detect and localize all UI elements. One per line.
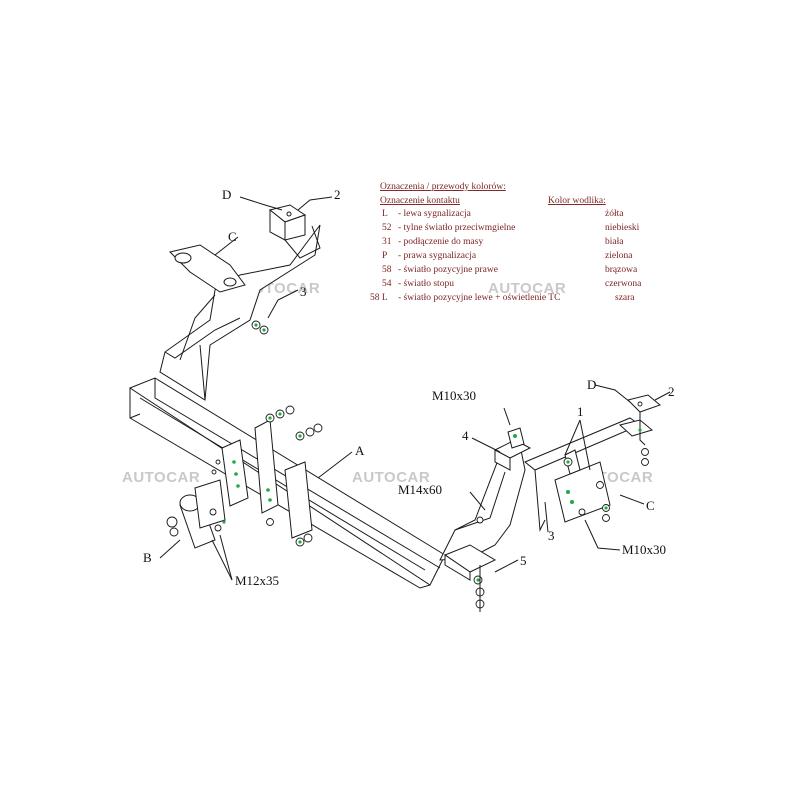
legend-code: L (382, 209, 388, 219)
bolt-m10x30-top (507, 427, 525, 449)
legend-color: szara (615, 293, 635, 303)
legend-code: 31 (382, 237, 392, 247)
legend-title-left-sub: Oznaczenie kontaktu (380, 196, 460, 206)
label-m10x30-bottom: M10x30 (622, 542, 666, 557)
legend-color: brązowa (605, 265, 638, 275)
label-d-top: D (222, 187, 231, 202)
legend-title-right: Kolor wodlika: (548, 196, 606, 206)
watermark: AUTOCAR (488, 280, 566, 297)
legend-code: 58 L (370, 293, 388, 303)
label-a: A (355, 443, 365, 458)
legend-code: 54 (382, 279, 392, 289)
legend-code: 58 (382, 265, 392, 275)
label-1: 1 (577, 404, 584, 419)
wiring-legend: Oznaczenia / przewody kolorów: Oznaczeni… (370, 182, 642, 303)
label-d-right: D (587, 377, 596, 392)
legend-desc: - prawa sygnalizacja (398, 251, 477, 261)
bolt-set-upper-left (251, 320, 269, 335)
label-m14x60: M14x60 (398, 482, 442, 497)
legend-color: biała (605, 237, 624, 247)
left-mounting-plates (211, 419, 313, 539)
bolt-set-left (265, 405, 323, 547)
bolt-set-bottom (473, 516, 485, 612)
legend-desc: - światło pozycyjne lewe + oświetlenie T… (398, 293, 560, 303)
left-side-arm (159, 204, 321, 401)
legend-color: żółta (605, 209, 624, 219)
watermark: AUTOCAR (122, 469, 200, 486)
legend-color: zielona (605, 251, 633, 261)
right-side-arm (439, 417, 642, 581)
label-c-left: C (228, 229, 237, 244)
label-m12x35: M12x35 (235, 573, 279, 588)
label-m10x30-top: M10x30 (432, 388, 476, 403)
legend-code: 52 (382, 223, 392, 233)
label-3-top: 3 (300, 284, 307, 299)
legend-color: niebieski (605, 223, 640, 233)
legend-desc: - lewa sygnalizacja (398, 209, 472, 219)
legend-code: P (382, 251, 387, 261)
label-3-mid: 3 (548, 528, 555, 543)
tow-ball (166, 479, 226, 549)
legend-color: czerwona (605, 279, 642, 289)
label-5: 5 (520, 553, 527, 568)
legend-desc: - podłączenie do masy (398, 237, 483, 247)
leader-lines (159, 196, 671, 581)
legend-desc: - światło pozycyjne prawe (398, 265, 498, 275)
watermark: AUTOCAR (352, 469, 430, 486)
legend-desc: - światło stopu (398, 279, 454, 289)
label-4: 4 (462, 428, 469, 443)
right-bracket (554, 394, 661, 523)
label-2-right: 2 (668, 384, 675, 399)
label-c-right: C (646, 498, 655, 513)
label-b: B (143, 550, 152, 565)
legend-title-left: Oznaczenia / przewody kolorów: (380, 182, 506, 192)
legend-desc: - tylne światło przeciwmgielne (398, 223, 515, 233)
label-2-top: 2 (334, 187, 341, 202)
